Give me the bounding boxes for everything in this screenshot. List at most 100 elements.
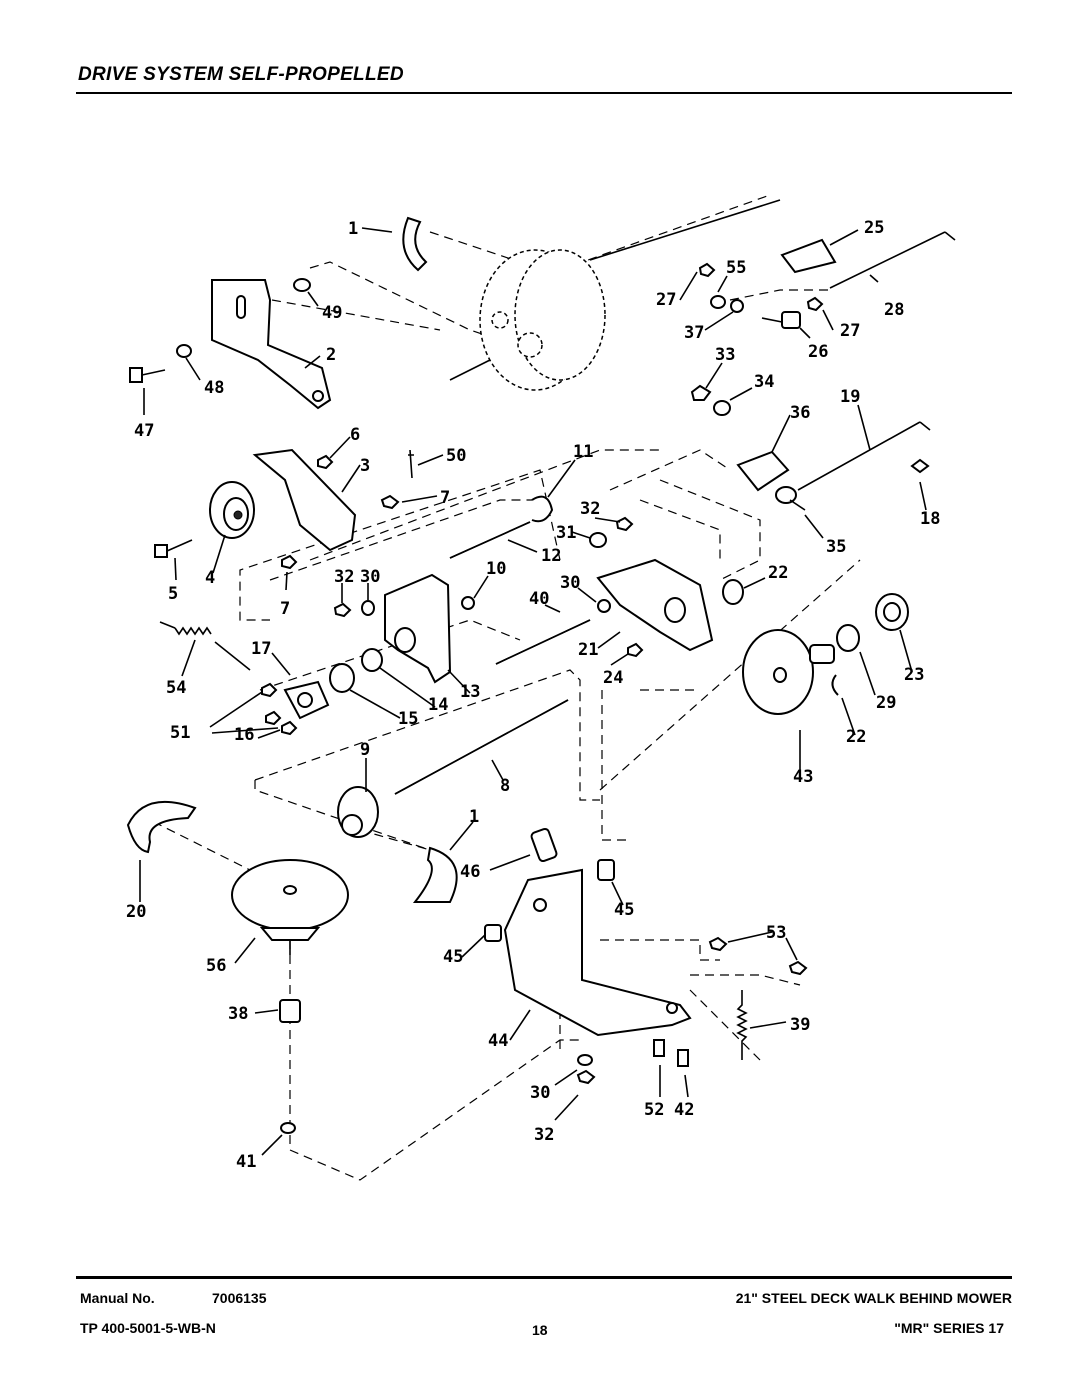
callout: 5 <box>168 584 178 604</box>
carriage-bolt <box>775 486 806 511</box>
footer-rule <box>76 1276 1012 1279</box>
series-label: "MR" SERIES 17 <box>894 1320 1004 1336</box>
callout: 46 <box>460 862 480 882</box>
transmission-housing <box>449 199 781 391</box>
main-bracket <box>503 868 692 1037</box>
idler-bracket <box>252 448 357 552</box>
cable-rod <box>829 231 946 289</box>
callout: 34 <box>754 372 774 392</box>
callout: 20 <box>126 902 146 922</box>
callout: 56 <box>206 956 226 976</box>
callout: 27 <box>656 290 676 310</box>
callout: 23 <box>904 665 924 685</box>
callout: 55 <box>726 258 746 278</box>
callout: 1 <box>469 807 479 827</box>
tp-code: TP 400-5001-5-WB-N <box>80 1320 216 1336</box>
manual-number: 7006135 <box>212 1290 267 1306</box>
callout: 22 <box>846 727 866 747</box>
callout: 11 <box>573 442 593 462</box>
callout: 44 <box>488 1031 508 1051</box>
callout: 10 <box>486 559 506 579</box>
callout: 15 <box>398 709 418 729</box>
callout: 32 <box>534 1125 554 1145</box>
input-pulley <box>337 786 379 838</box>
callout: 40 <box>529 589 549 609</box>
cover-clip <box>780 238 837 274</box>
drive-belt-lower <box>412 846 458 903</box>
pivot-bolt <box>761 311 801 329</box>
extension-spring <box>159 621 251 671</box>
callout: 25 <box>864 218 884 238</box>
callout: 43 <box>793 767 813 787</box>
callout: 45 <box>614 900 634 920</box>
screws <box>653 1039 689 1067</box>
callout: 22 <box>768 563 788 583</box>
callout: 27 <box>840 321 860 341</box>
callout: 32 <box>580 499 600 519</box>
callout: 29 <box>876 693 896 713</box>
engine-pulley <box>231 859 349 955</box>
thrust-washer <box>836 624 860 652</box>
callout: 30 <box>530 1083 550 1103</box>
callout: 2 <box>326 345 336 365</box>
callout: 18 <box>920 509 940 529</box>
control-rod <box>797 421 921 491</box>
hardware-nuts <box>281 262 824 1085</box>
retaining-ring <box>831 674 839 696</box>
callout: 6 <box>350 425 360 445</box>
drive-housing <box>596 558 714 652</box>
callout: 31 <box>556 523 576 543</box>
callout: 16 <box>234 725 254 745</box>
drive-pulley <box>742 629 835 715</box>
callout: 28 <box>884 300 904 320</box>
axle-shaft <box>449 521 531 559</box>
callout: 21 <box>578 640 598 660</box>
callout: 54 <box>166 678 186 698</box>
bearing <box>361 648 383 672</box>
shoulder-bolt <box>154 539 193 558</box>
control-bracket <box>736 450 790 492</box>
manual-label: Manual No. <box>80 1290 155 1306</box>
flange-bolts <box>261 682 298 736</box>
callout: 41 <box>236 1152 256 1172</box>
callout: 8 <box>500 776 510 796</box>
input-shaft <box>394 699 569 795</box>
flat-washer <box>329 663 355 693</box>
callout: 53 <box>766 923 786 943</box>
callout: 24 <box>603 668 623 688</box>
callout: 45 <box>443 947 463 967</box>
spacer-tube <box>530 827 558 863</box>
drive-shaft <box>495 619 591 665</box>
callout: 42 <box>674 1100 694 1120</box>
callout: 9 <box>360 740 370 760</box>
callout: 7 <box>440 488 450 508</box>
page-title: DRIVE SYSTEM SELF-PROPELLED <box>78 64 404 85</box>
callout-numbers: 1 25 55 27 28 49 37 26 27 2 33 34 48 19 … <box>126 218 940 1172</box>
callout: 32 <box>334 567 354 587</box>
drive-belt-upper <box>402 216 428 272</box>
callout: 37 <box>684 323 704 343</box>
cotter-pin <box>408 449 414 479</box>
leader-lines <box>139 227 927 1156</box>
callout: 17 <box>251 639 271 659</box>
callout: 48 <box>204 378 224 398</box>
callout: 4 <box>205 568 215 588</box>
callout: 38 <box>228 1004 248 1024</box>
callout: 12 <box>541 546 561 566</box>
bushing <box>597 859 615 881</box>
callout: 26 <box>808 342 828 362</box>
retaining-clip <box>531 495 554 523</box>
callout: 35 <box>826 537 846 557</box>
hex-bolt <box>129 344 192 383</box>
bushing-lower <box>484 924 502 942</box>
callout: 19 <box>840 387 860 407</box>
product-name: 21" STEEL DECK WALK BEHIND MOWER <box>735 1290 1012 1306</box>
washers <box>280 295 744 1134</box>
callout: 39 <box>790 1015 810 1035</box>
callout: 33 <box>715 345 735 365</box>
idler-pulley <box>209 481 255 539</box>
header-rule <box>76 92 1012 94</box>
gear-case <box>384 573 452 684</box>
callout: 49 <box>322 303 342 323</box>
